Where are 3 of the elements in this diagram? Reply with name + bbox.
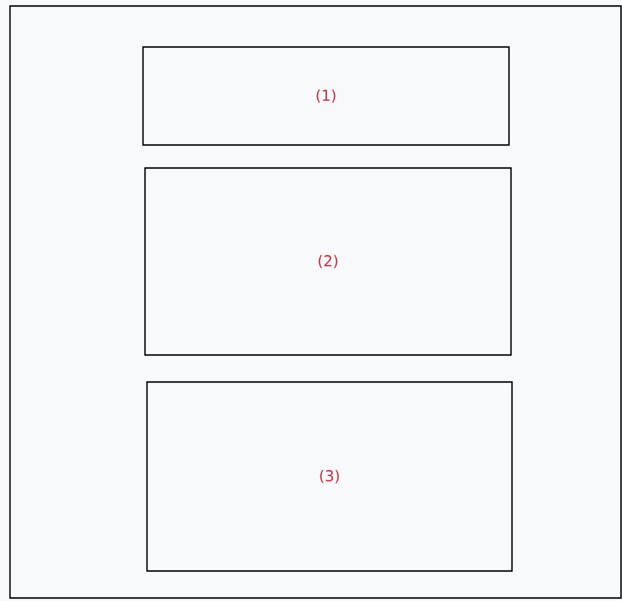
text-box: (2) (144, 167, 512, 356)
text-box: (3) (146, 381, 513, 572)
text-box: (1) (142, 46, 510, 146)
